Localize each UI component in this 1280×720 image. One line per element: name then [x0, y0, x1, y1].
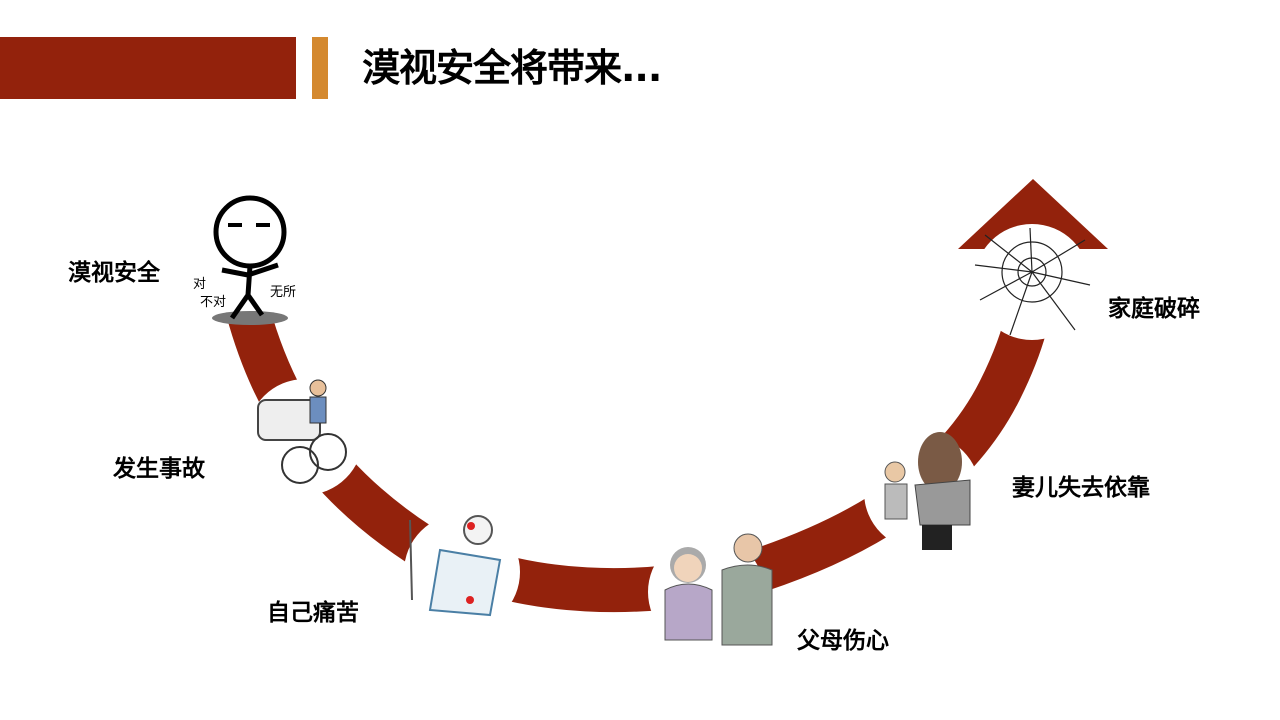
page-title: 漠视安全将带来...	[362, 46, 662, 90]
header-accent	[312, 37, 328, 99]
stage-circle-1: 对 不对 无所	[192, 195, 308, 325]
stage-circle-2	[247, 379, 363, 495]
stage-label-4: 父母伤心	[797, 628, 889, 654]
stage-label-5: 妻儿失去依靠	[1012, 475, 1150, 501]
stage-circle-5	[864, 432, 980, 550]
meme-text: 无所	[270, 285, 296, 300]
stage-circle-3	[404, 514, 520, 630]
stage-label-1: 漠视安全	[68, 260, 160, 286]
meme-text: 不对	[200, 295, 226, 310]
meme-text: 对	[193, 277, 206, 292]
stage-label-6: 家庭破碎	[1108, 296, 1200, 322]
stage-circle-4	[648, 533, 773, 650]
arrow-head-icon	[958, 179, 1108, 249]
stage-circle-6	[974, 224, 1091, 340]
header-bar	[0, 37, 296, 99]
stage-label-2: 发生事故	[113, 456, 205, 482]
stage-label-3: 自己痛苦	[267, 600, 359, 626]
